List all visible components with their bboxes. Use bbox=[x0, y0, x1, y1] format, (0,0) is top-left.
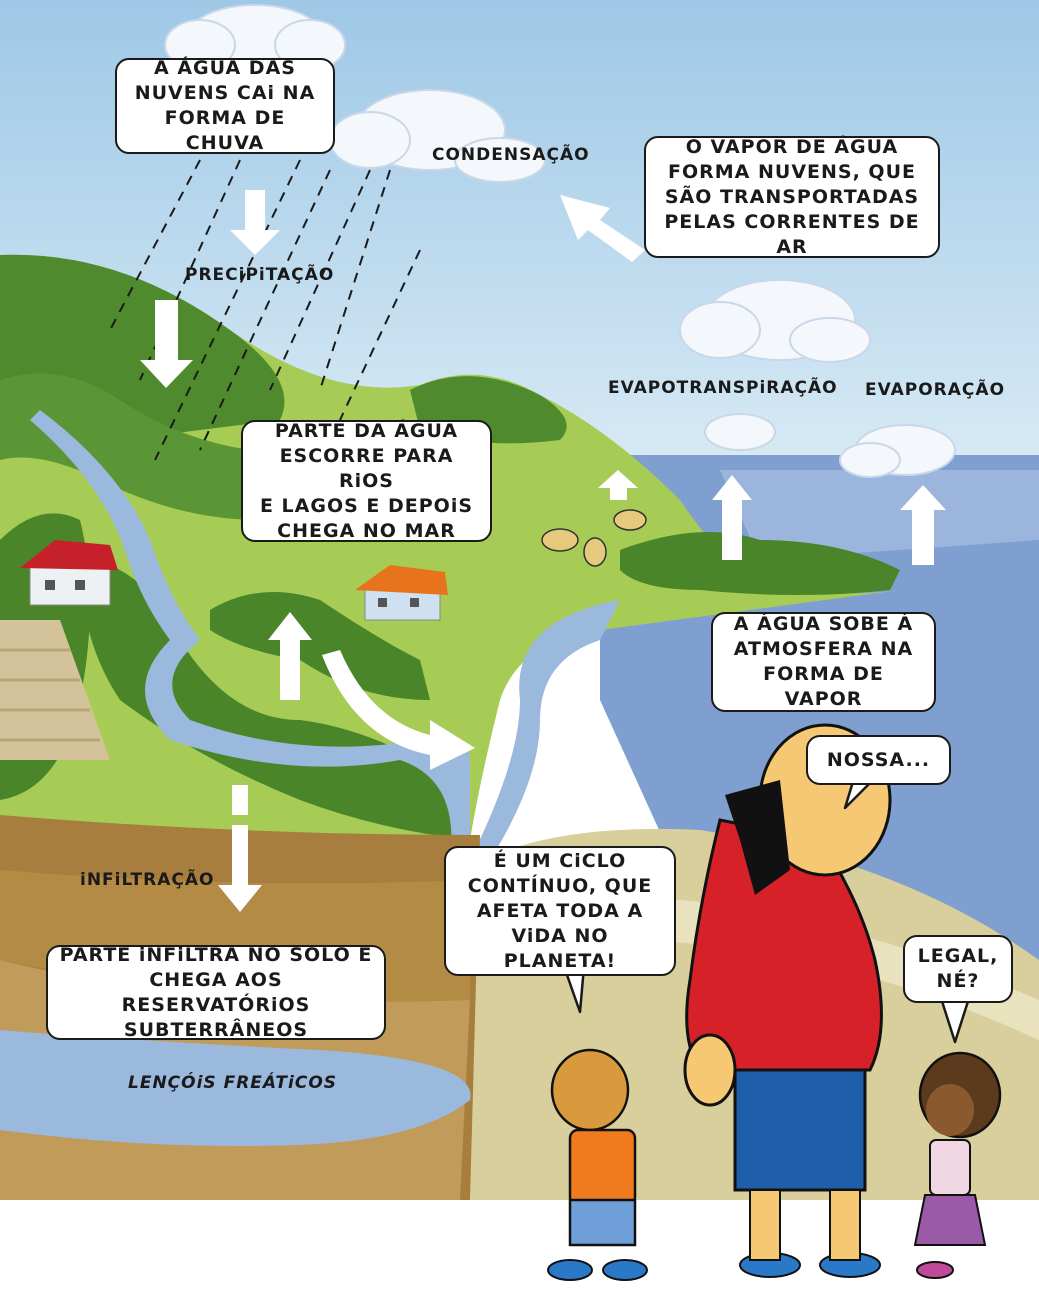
groundwater-aquifer bbox=[0, 1030, 471, 1146]
arrow-evap-mid bbox=[712, 475, 752, 560]
character-girl bbox=[913, 1051, 1002, 1279]
bubble-legal: LEGAL, NÉ? bbox=[903, 935, 1013, 1003]
house-center bbox=[355, 565, 448, 621]
label-groundwater: LENÇÓiS FREÁTiCOS bbox=[128, 1073, 338, 1093]
house-left bbox=[20, 540, 118, 606]
label-infiltration: iNFiLTRAÇÃO bbox=[80, 870, 215, 890]
bubble-rain: A ÁGUA DAS NUVENS CAi NA FORMA DE CHUVA bbox=[115, 57, 335, 154]
flow-arrows bbox=[140, 190, 946, 912]
arrow-vapor-from-river bbox=[268, 612, 312, 700]
bubble-cycle: É UM CiCLO CONTÍNUO, QUE AFETA TODA A Vi… bbox=[444, 846, 676, 976]
arrow-runoff bbox=[322, 650, 475, 770]
label-precipitation: PRECiPiTAÇÃO bbox=[185, 265, 335, 285]
label-evapotranspiration: EVAPOTRANSPiRAÇÃO bbox=[608, 378, 838, 398]
bubble-rises: A ÁGUA SOBE À ATMOSFERA NA FORMA DE VAPO… bbox=[711, 612, 936, 712]
character-boy bbox=[547, 1048, 648, 1281]
cloud-evaporation bbox=[839, 424, 956, 478]
river bbox=[30, 410, 620, 860]
bubble-infiltrates: PARTE iNFiLTRA NO SOLO E CHEGA AOS RESER… bbox=[46, 944, 386, 1041]
cloud-evapotranspiration bbox=[679, 279, 871, 363]
rain-lines bbox=[109, 159, 421, 461]
cloud-top bbox=[164, 4, 346, 76]
label-condensation: CONDENSAÇÃO bbox=[432, 145, 590, 165]
cloud-small bbox=[704, 413, 776, 451]
arrow-infiltration bbox=[218, 785, 262, 912]
arrow-precipitation-upper bbox=[230, 190, 280, 255]
arrow-evapotranspiration bbox=[598, 470, 638, 500]
character-man bbox=[683, 723, 892, 1278]
bubble-nossa: NOSSA... bbox=[806, 735, 951, 785]
cloud-condensation bbox=[329, 89, 546, 183]
arrow-evaporation bbox=[900, 485, 946, 565]
bubble-runoff: PARTE DA ÁGUA ESCORRE PARA RiOS E LAGOS … bbox=[241, 420, 492, 542]
label-evaporation: EVAPORAÇÃO bbox=[865, 380, 1006, 400]
bubble-vapor-clouds: O VAPOR DE ÁGUA FORMA NUVENS, QUE SÃO TR… bbox=[644, 136, 940, 258]
arrow-condensation bbox=[560, 195, 645, 262]
arrow-precipitation-lower bbox=[140, 300, 193, 388]
cows bbox=[541, 509, 647, 567]
